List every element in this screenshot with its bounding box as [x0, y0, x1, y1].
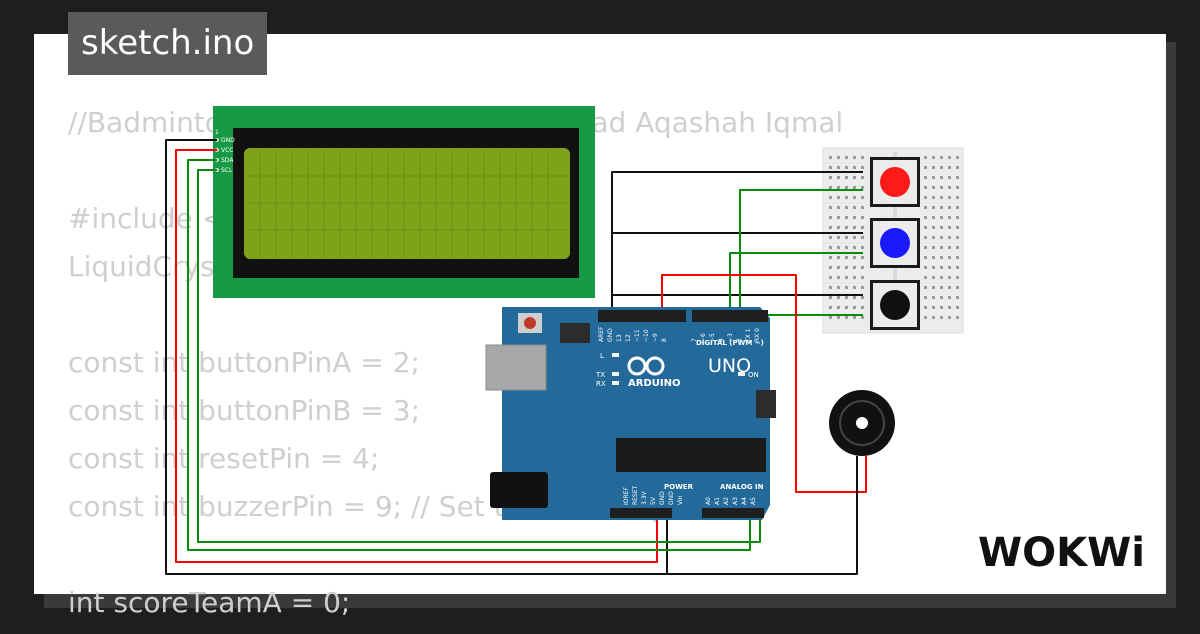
brand-label: ARDUINO — [628, 378, 680, 389]
atmega-chip — [616, 438, 766, 472]
wire-button-blue-signal — [729, 252, 863, 315]
analog-header-label: ANALOG IN — [720, 483, 764, 491]
svg-text:~9: ~9 — [652, 333, 659, 342]
lcd-pin-label: VCC — [221, 147, 233, 154]
wire-lcd-gnd — [165, 139, 668, 575]
arduino-uno-board[interactable]: DIGITAL (PWM ~) UNO ARDUINO POWER ANALOG… — [485, 307, 776, 520]
svg-text:A4: A4 — [741, 497, 748, 505]
svg-text:TX 1: TX 1 — [745, 328, 752, 343]
led-label-tx: TX — [595, 371, 605, 379]
svg-text:GND: GND — [607, 328, 614, 342]
svg-text:GND: GND — [659, 491, 666, 505]
svg-text:~6: ~6 — [700, 333, 707, 342]
infinity-logo-icon — [627, 356, 665, 376]
model-label: UNO — [708, 355, 751, 377]
svg-text:7: 7 — [691, 338, 698, 342]
svg-text:RESET: RESET — [632, 485, 639, 505]
reset-button[interactable] — [524, 317, 536, 329]
pushbutton-black[interactable] — [870, 280, 920, 330]
led-label-rx: RX — [596, 380, 606, 388]
code-line: const int buttonPinA = 2; — [68, 346, 420, 379]
power-header-label: POWER — [664, 483, 694, 491]
wire-lcd-sda — [187, 159, 751, 551]
lcd-pin-labels: 1 GND VCC SDA SCL — [215, 129, 235, 174]
wire-lcd-vcc — [175, 149, 658, 563]
svg-text:~10: ~10 — [643, 329, 650, 342]
svg-text:4: 4 — [718, 338, 725, 342]
wire-lcd-scl — [197, 169, 761, 543]
wokwi-logo-text: WOKWi — [978, 530, 1145, 576]
svg-text:IOREF: IOREF — [623, 487, 630, 505]
svg-text:2: 2 — [736, 338, 743, 342]
svg-text:12: 12 — [625, 334, 632, 342]
svg-text:A5: A5 — [750, 497, 757, 505]
code-line: const int resetPin = 4; — [68, 442, 380, 475]
icsp-header-2 — [756, 390, 776, 418]
lcd-pin-label: SDA — [221, 157, 234, 164]
svg-text:A0: A0 — [705, 497, 712, 505]
wire-buzzer-gnd — [667, 456, 858, 575]
code-line: const int buttonPinB = 3; — [68, 394, 421, 427]
wokwi-logo: WOKWi — [978, 530, 1145, 576]
file-tab[interactable]: sketch.ino — [68, 12, 268, 75]
wire-button-red-gnd — [611, 171, 863, 315]
icsp-header — [560, 323, 590, 343]
power-jack — [490, 472, 548, 508]
analog-header — [702, 508, 764, 518]
svg-text:8: 8 — [661, 338, 668, 342]
lcd-char-grid — [246, 150, 568, 257]
led-label-l: L — [600, 352, 604, 360]
status-leds — [612, 353, 745, 385]
digital-header-left — [598, 310, 686, 322]
svg-text:AREF: AREF — [598, 326, 605, 342]
led-label-on: ON — [748, 371, 759, 379]
svg-text:~11: ~11 — [634, 329, 641, 342]
wire-button-red-signal — [739, 189, 863, 315]
piezo-buzzer[interactable] — [829, 390, 895, 456]
svg-text:A3: A3 — [732, 497, 739, 505]
arduino-labels: DIGITAL (PWM ~) UNO ARDUINO POWER ANALOG… — [595, 339, 764, 491]
digital-header-label: DIGITAL (PWM ~) — [696, 339, 764, 347]
svg-text:RX 0: RX 0 — [754, 328, 761, 342]
svg-text:~3: ~3 — [727, 333, 734, 342]
svg-text:A2: A2 — [723, 497, 730, 505]
pushbutton-red[interactable] — [870, 157, 920, 207]
svg-text:A1: A1 — [714, 497, 721, 505]
svg-text:13: 13 — [616, 334, 623, 342]
pushbutton-blue[interactable] — [870, 218, 920, 268]
svg-text:5V: 5V — [650, 496, 657, 505]
usb-connector — [485, 344, 547, 391]
lcd-pin-label: 1 — [215, 129, 219, 136]
pin-labels: AREF GND 13 12 ~11 ~10 ~9 8 7 ~6 ~5 4 ~3… — [598, 326, 761, 505]
svg-text:GND: GND — [668, 491, 675, 505]
lcd-display[interactable]: 1 GND VCC SDA SCL — [213, 106, 595, 298]
digital-header-right — [692, 310, 768, 322]
lcd-pin-label: GND — [221, 137, 235, 144]
lcd-pin-label: SCL — [221, 167, 233, 174]
wire-buzzer-signal — [661, 274, 867, 493]
power-header — [610, 508, 672, 518]
svg-text:~5: ~5 — [709, 333, 716, 342]
svg-text:Vin: Vin — [677, 495, 684, 505]
breadboard-holes — [829, 156, 959, 319]
svg-text:3.3V: 3.3V — [641, 490, 648, 505]
code-line: int scoreTeamA = 0; — [68, 586, 351, 619]
wires — [165, 139, 867, 575]
